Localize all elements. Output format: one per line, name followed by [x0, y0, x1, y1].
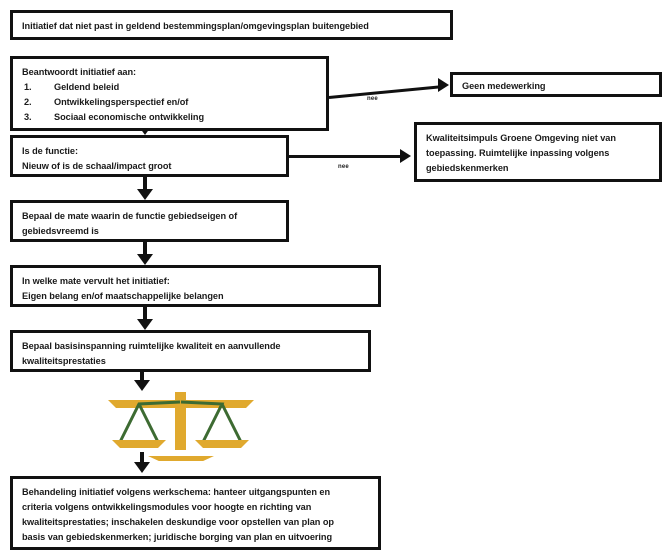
list-item: 2. Ontwikkelingsperspectief en/of: [22, 95, 317, 110]
connector-scale-to-handling: [140, 452, 144, 466]
connector-function-to-degree: [143, 172, 147, 194]
node-function-check-line1: Is de functie:: [22, 146, 78, 156]
connector-function-to-kgo: [289, 155, 404, 158]
node-criteria-heading: Beantwoordt initiatief aan:: [22, 67, 137, 77]
node-function-check[interactable]: Is de functie: Nieuw of is de schaal/imp…: [10, 135, 289, 177]
list-item-number: 3.: [24, 111, 32, 122]
list-item-label: Sociaal economische ontwikkeling: [54, 111, 205, 122]
list-item-label: Geldend beleid: [54, 81, 120, 92]
connector-criteria-to-no-cooperation: [328, 85, 443, 99]
node-interests[interactable]: In welke mate vervult het initiatief: Ei…: [10, 265, 381, 307]
list-item-number: 1.: [24, 81, 32, 92]
node-degree-line1: Bepaal de mate waarin de functie gebieds…: [22, 211, 238, 221]
connector-base-effort-to-scale: [140, 367, 144, 385]
list-item: 1. Geldend beleid: [22, 80, 317, 95]
arrowhead-interests-to-base-effort: [137, 319, 153, 330]
node-handling[interactable]: Behandeling initiatief volgens werkschem…: [10, 476, 381, 550]
node-no-cooperation-text: Geen medewerking: [462, 81, 546, 91]
connector-degree-to-interests: [143, 237, 147, 259]
node-handling-line3: kwaliteitsprestaties; inschakelen deskun…: [22, 516, 334, 527]
node-handling-line4: basis van gebiedskenmerken; juridische b…: [22, 531, 333, 542]
arrowhead-scale-to-handling: [134, 462, 150, 473]
node-degree-line2: gebiedsvreemd is: [22, 225, 99, 236]
connector-interests-to-base-effort: [143, 302, 147, 324]
node-start[interactable]: Initiatief dat niet past in geldend best…: [10, 10, 453, 40]
node-base-effort-line1: Bepaal basisinspanning ruimtelijke kwali…: [22, 341, 281, 351]
arrowhead-degree-to-interests: [137, 254, 153, 265]
arrowhead-base-effort-to-scale: [134, 380, 150, 391]
list-item: 3. Sociaal economische ontwikkeling: [22, 110, 317, 125]
arrowhead-function-to-degree: [137, 189, 153, 200]
edge-label-nee-kgo: nee: [338, 164, 349, 170]
node-criteria-list: 1. Geldend beleid 2. Ontwikkelingsperspe…: [22, 80, 317, 125]
node-kgo-not-applicable-text: Kwaliteitsimpuls Groene Omgeving niet va…: [426, 133, 616, 173]
arrowhead-criteria-to-no-cooperation: [438, 78, 449, 92]
list-item-number: 2.: [24, 96, 32, 107]
node-interests-line1: In welke mate vervult het initiatief:: [22, 276, 170, 286]
node-degree-own-foreign[interactable]: Bepaal de mate waarin de functie gebieds…: [10, 200, 289, 242]
node-handling-line1: Behandeling initiatief volgens werkschem…: [22, 487, 331, 497]
node-no-cooperation[interactable]: Geen medewerking: [450, 72, 662, 97]
balance-scale-icon: [96, 386, 266, 462]
node-criteria[interactable]: Beantwoordt initiatief aan: 1. Geldend b…: [10, 56, 329, 131]
node-start-text: Initiatief dat niet past in geldend best…: [22, 21, 369, 31]
node-interests-line2: Eigen belang en/of maatschappelijke bela…: [22, 290, 224, 301]
node-handling-line2: criteria volgens ontwikkelingsmodules vo…: [22, 501, 312, 512]
node-kgo-not-applicable[interactable]: Kwaliteitsimpuls Groene Omgeving niet va…: [414, 122, 662, 182]
list-item-label: Ontwikkelingsperspectief en/of: [54, 96, 189, 107]
arrowhead-function-to-kgo: [400, 149, 411, 163]
node-function-check-line2: Nieuw of is de schaal/impact groot: [22, 160, 172, 171]
node-base-effort[interactable]: Bepaal basisinspanning ruimtelijke kwali…: [10, 330, 371, 372]
edge-label-nee-no-cooperation: nee: [367, 96, 378, 102]
node-base-effort-line2: kwaliteitsprestaties: [22, 355, 106, 366]
